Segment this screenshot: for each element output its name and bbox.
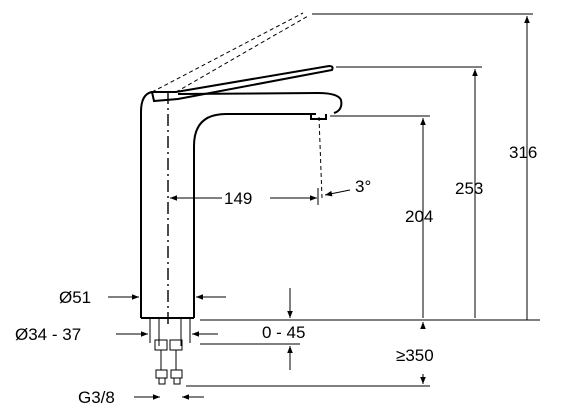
dim-spout-angle bbox=[324, 189, 351, 197]
supply-connectors bbox=[149, 318, 191, 385]
dim-lever-height-label: 253 bbox=[455, 179, 483, 198]
lever-open-position bbox=[151, 12, 309, 93]
dim-deck-thickness-label: 0 - 45 bbox=[262, 323, 305, 342]
dim-total-height bbox=[200, 13, 540, 321]
dim-thread-label: G3/8 bbox=[78, 388, 115, 407]
lever-handle bbox=[150, 64, 334, 103]
dim-deck-thickness bbox=[200, 288, 300, 370]
dim-spout-height-label: 204 bbox=[405, 207, 433, 226]
dim-spout-reach-label: 149 bbox=[224, 189, 252, 208]
dim-total-height-label: 316 bbox=[509, 143, 537, 162]
dim-body-diameter-label: Ø51 bbox=[59, 288, 91, 307]
dim-hose-length-label: ≥350 bbox=[396, 346, 434, 365]
water-flow-line bbox=[318, 116, 323, 199]
dim-hole-diameter-label: Ø34 - 37 bbox=[15, 325, 81, 344]
dim-lever-height bbox=[336, 66, 482, 318]
dim-hose-length bbox=[186, 322, 430, 387]
dim-spout-reach bbox=[170, 188, 319, 205]
dim-spout-angle-label: 3° bbox=[355, 177, 371, 196]
dim-spout-height bbox=[330, 115, 430, 318]
